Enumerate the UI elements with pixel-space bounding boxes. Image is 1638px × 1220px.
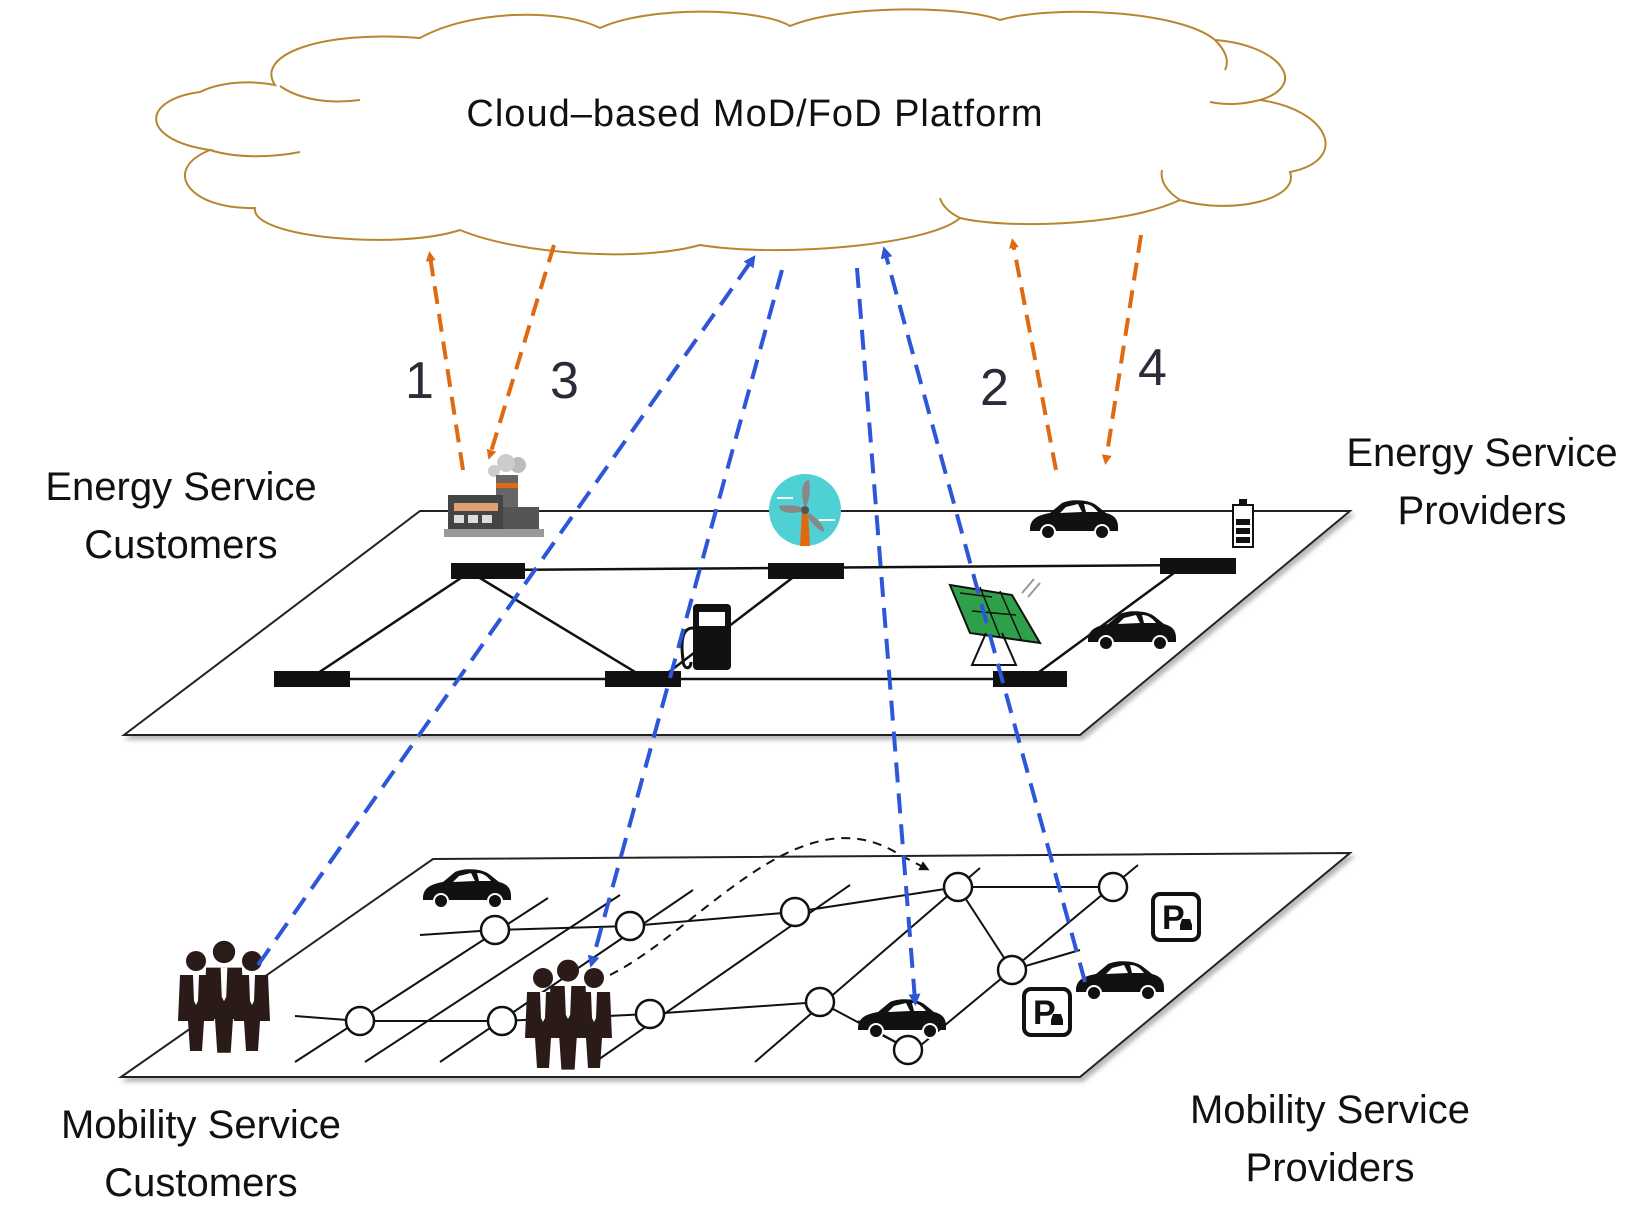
label-mobility-providers: Mobility Service Providers — [1190, 1088, 1470, 1190]
label-energy-customers: Energy Service Customers — [45, 465, 316, 567]
cloud-platform: Cloud–based MoD/FoD Platform — [155, 8, 1327, 256]
svg-text:Mobility Service: Mobility Service — [61, 1103, 341, 1147]
parking-icon — [1151, 892, 1201, 942]
cloud-title: Cloud–based MoD/FoD Platform — [466, 93, 1043, 135]
flow-number-1: 1 — [405, 352, 434, 410]
svg-text:Providers: Providers — [1246, 1146, 1415, 1190]
mobility-flow-arrows — [256, 246, 1087, 1006]
solar-panel-icon — [948, 578, 1042, 666]
label-energy-providers: Energy Service Providers — [1346, 431, 1617, 533]
svg-text:Energy Service: Energy Service — [1346, 431, 1617, 475]
wind-turbine-icon — [769, 474, 841, 546]
route-arrow — [609, 837, 930, 976]
svg-text:Energy Service: Energy Service — [45, 465, 316, 509]
flow-number-4: 4 — [1138, 339, 1167, 397]
energy-layer — [121, 454, 1353, 736]
energy-buses — [274, 558, 1236, 687]
energy-plane — [121, 510, 1353, 736]
factory-icon — [444, 454, 544, 537]
ev-charger-icon — [680, 604, 731, 670]
battery-icon — [1232, 499, 1254, 548]
cloud-outline — [155, 8, 1327, 256]
people-group-icon — [525, 959, 612, 1070]
label-mobility-customers: Mobility Service Customers — [61, 1103, 341, 1205]
svg-text:Providers: Providers — [1398, 489, 1567, 533]
energy-flow-arrows — [425, 234, 1143, 471]
flow-number-2: 2 — [980, 359, 1009, 417]
svg-text:Customers: Customers — [84, 523, 277, 567]
people-group-icon — [178, 940, 270, 1053]
parking-icon — [1022, 987, 1072, 1037]
svg-text:Mobility Service: Mobility Service — [1190, 1088, 1470, 1132]
svg-text:Customers: Customers — [104, 1161, 297, 1205]
flow-number-3: 3 — [550, 352, 579, 410]
mobility-nodes — [344, 871, 1129, 1066]
mobility-layer — [117, 837, 1353, 1078]
